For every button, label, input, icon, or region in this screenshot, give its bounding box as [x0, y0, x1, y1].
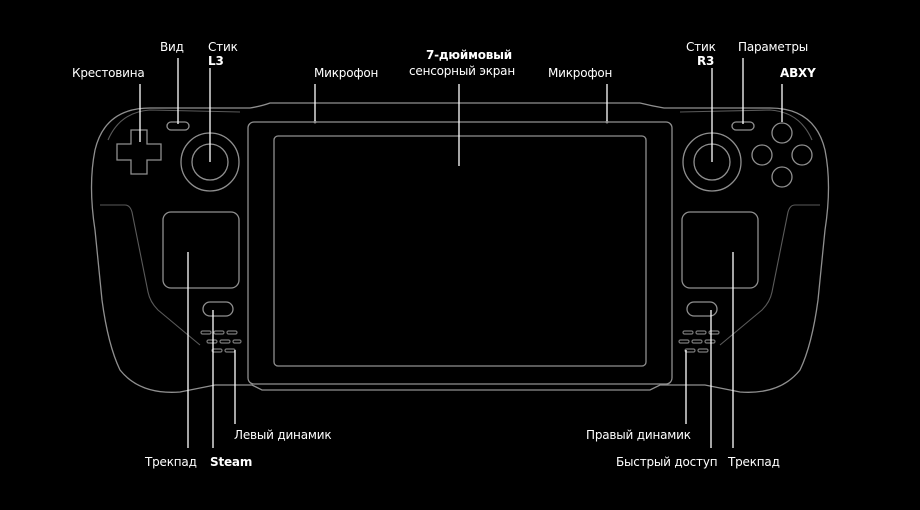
label-trackpad-left: Трекпад	[145, 455, 197, 469]
label-abxy: ABXY	[780, 66, 816, 80]
mic-right-dot	[605, 120, 609, 124]
label-stick-left-name: L3	[208, 54, 224, 68]
button-b	[791, 144, 813, 166]
label-steam: Steam	[210, 455, 253, 469]
label-stick-right: Стик	[686, 40, 716, 54]
speaker-grille-left	[200, 330, 242, 353]
label-screen-line2: сенсорный экран	[409, 64, 515, 78]
button-y	[771, 122, 793, 144]
label-mic-left: Микрофон	[314, 66, 379, 80]
trackpad-left	[162, 211, 240, 289]
button-a	[771, 166, 793, 188]
steam-button	[202, 301, 234, 317]
leader-lines	[139, 58, 783, 448]
body-contour-right	[719, 204, 820, 346]
label-stick-right-name: R3	[697, 54, 715, 68]
shoulder-right	[679, 109, 813, 141]
label-dpad: Крестовина	[72, 66, 145, 80]
body-contour-left	[100, 204, 201, 346]
mic-left-dot	[313, 120, 317, 124]
speaker-grille-right	[678, 330, 720, 353]
label-speaker-left: Левый динамик	[234, 428, 332, 442]
label-mic-right: Микрофон	[548, 66, 613, 80]
dpad	[116, 129, 162, 175]
trackpad-right	[681, 211, 759, 289]
device-body	[90, 102, 830, 393]
button-x	[751, 144, 773, 166]
label-screen-line1: 7-дюймовый	[426, 48, 513, 62]
shoulder-left	[107, 109, 241, 141]
label-speaker-right: Правый динамик	[586, 428, 691, 442]
label-view: Вид	[160, 40, 184, 54]
screen-bezel	[247, 121, 673, 385]
touch-screen	[273, 135, 647, 367]
label-options: Параметры	[738, 40, 809, 54]
label-stick-left: Стик	[208, 40, 238, 54]
label-trackpad-right: Трекпад	[728, 455, 780, 469]
label-quick-access: Быстрый доступ	[616, 455, 718, 469]
quick-access-button	[686, 301, 718, 317]
